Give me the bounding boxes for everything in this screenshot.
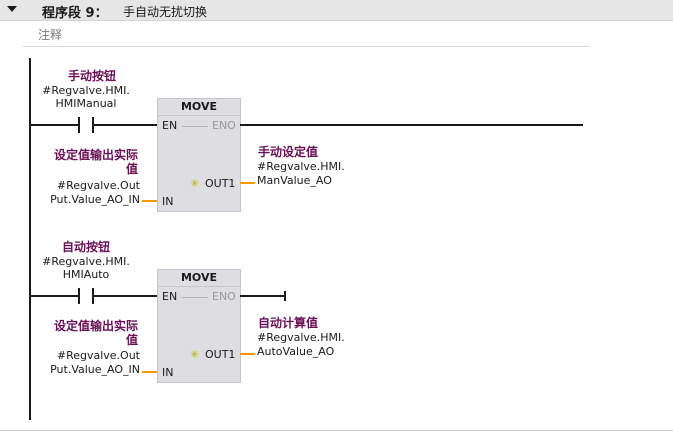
move-block[interactable]: MOVE EN ENO ✳ OUT1 IN bbox=[157, 269, 241, 383]
contact-left-bar bbox=[78, 288, 80, 304]
in-operand-address-2: Put.Value_AO_IN bbox=[50, 363, 140, 376]
in-operand-name-2: 值 bbox=[125, 333, 138, 347]
out-operand-name[interactable]: 手动设定值 bbox=[258, 145, 319, 159]
rung-wire bbox=[31, 124, 78, 126]
out-operand-address[interactable]: #Regvalve.HMI. bbox=[257, 331, 345, 344]
out-connection bbox=[240, 182, 255, 184]
contact-operand-name[interactable]: 手动按钮 bbox=[67, 69, 116, 83]
network-subtitle[interactable]: 手自动无扰切换 bbox=[123, 5, 208, 19]
in-connection bbox=[142, 200, 157, 202]
in-operand-address[interactable]: #Regvalve.Out bbox=[56, 349, 140, 362]
contact-right-bar bbox=[92, 117, 94, 133]
pin-in[interactable]: IN bbox=[162, 195, 174, 208]
contact-right-bar bbox=[92, 288, 94, 304]
open-wire-end bbox=[284, 291, 286, 301]
network-header[interactable]: 程序段 9： 手自动无扰切换 bbox=[0, 0, 673, 21]
rung-wire bbox=[31, 295, 78, 297]
pin-in[interactable]: IN bbox=[162, 366, 174, 379]
block-title: MOVE bbox=[158, 270, 240, 287]
in-operand-name-2: 值 bbox=[125, 162, 138, 176]
out-operand-address-2: ManValue_AO bbox=[257, 174, 332, 187]
move-block[interactable]: MOVE EN ENO ✳ OUT1 IN bbox=[157, 98, 241, 212]
pin-eno[interactable]: ENO bbox=[212, 290, 236, 303]
sun-icon: ✳ bbox=[190, 177, 200, 190]
out-operand-address[interactable]: #Regvalve.HMI. bbox=[257, 160, 345, 173]
no-contact-icon[interactable] bbox=[77, 287, 103, 305]
pin-out1[interactable]: OUT1 bbox=[205, 348, 236, 361]
out-connection bbox=[240, 353, 255, 355]
rung-wire bbox=[94, 124, 158, 126]
sun-icon: ✳ bbox=[190, 348, 200, 361]
power-rail bbox=[29, 58, 31, 420]
pin-eno[interactable]: ENO bbox=[212, 119, 236, 132]
out-operand-name[interactable]: 自动计算值 bbox=[258, 316, 319, 330]
eno-wire bbox=[240, 124, 583, 126]
network-title: 程序段 9： bbox=[42, 6, 108, 21]
contact-operand-address[interactable]: #Regvalve.HMI. bbox=[42, 84, 130, 97]
in-operand-address-2: Put.Value_AO_IN bbox=[50, 193, 140, 206]
pin-out1[interactable]: OUT1 bbox=[205, 177, 236, 190]
pin-en[interactable]: EN bbox=[162, 119, 178, 132]
in-operand-name[interactable]: 设定值输出实际 bbox=[53, 319, 138, 333]
contact-operand-address-2: HMIAuto bbox=[62, 268, 110, 281]
chevron-down-icon[interactable] bbox=[7, 6, 17, 12]
contact-operand-address[interactable]: #Regvalve.HMI. bbox=[42, 255, 130, 268]
in-operand-address[interactable]: #Regvalve.Out bbox=[56, 179, 140, 192]
out-operand-address-2: AutoValue_AO bbox=[257, 345, 335, 358]
rung-wire bbox=[94, 295, 158, 297]
block-title: MOVE bbox=[158, 99, 240, 116]
in-connection bbox=[142, 371, 157, 373]
contact-left-bar bbox=[78, 117, 80, 133]
network-divider bbox=[0, 430, 673, 431]
network-comment-field[interactable]: 注释 bbox=[22, 24, 590, 47]
comment-placeholder: 注释 bbox=[38, 28, 63, 42]
in-operand-name[interactable]: 设定值输出实际 bbox=[53, 148, 138, 162]
eno-wire bbox=[240, 295, 286, 297]
contact-operand-address-2: HMIManual bbox=[55, 97, 117, 110]
en-eno-link bbox=[182, 126, 208, 127]
pin-en[interactable]: EN bbox=[162, 290, 178, 303]
no-contact-icon[interactable] bbox=[77, 116, 103, 134]
contact-operand-name[interactable]: 自动按钮 bbox=[61, 240, 110, 254]
en-eno-link bbox=[182, 297, 208, 298]
